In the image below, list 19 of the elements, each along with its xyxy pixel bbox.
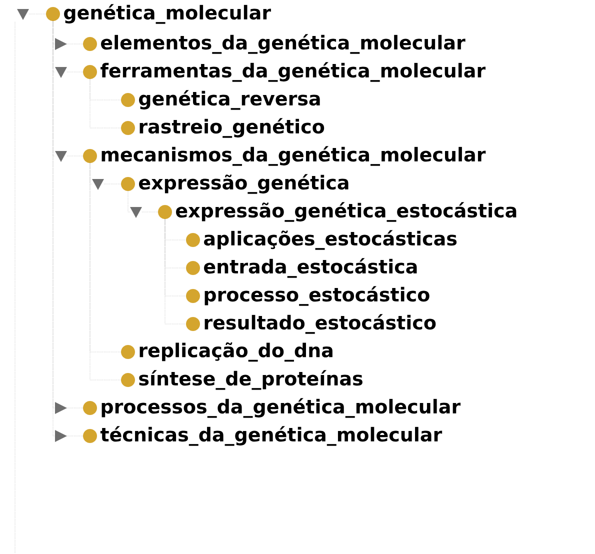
class-label: técnicas_da_genética_molecular <box>100 426 442 446</box>
class-label: expressão_genética_estocástica <box>176 202 516 222</box>
class-label: processos_da_genética_molecular <box>102 398 461 418</box>
tree-connector <box>90 78 122 128</box>
class-label: mecanismos_da_genética_molecular <box>102 146 486 166</box>
class-label: processo_estocástico <box>204 286 430 306</box>
class-label: replicação_do_dna <box>140 342 332 362</box>
class-label: genética_molecular <box>64 4 271 24</box>
class-label: aplicações_estocásticas <box>204 230 457 250</box>
class-label: ferramentas_da_genética_molecular <box>100 62 486 82</box>
class-label: síntese_de_proteínas <box>139 370 362 390</box>
class-label: expressão_genética <box>139 174 348 194</box>
class-label: genética_reversa <box>139 90 320 110</box>
tree-connector <box>164 218 186 324</box>
class-label: resultado_estocástico <box>204 314 436 334</box>
class-label: elementos_da_genética_molecular <box>101 34 466 54</box>
tree-connector <box>128 190 130 212</box>
class-label: rastreio_genético <box>140 118 324 138</box>
class-label: entrada_estocástica <box>204 258 417 278</box>
